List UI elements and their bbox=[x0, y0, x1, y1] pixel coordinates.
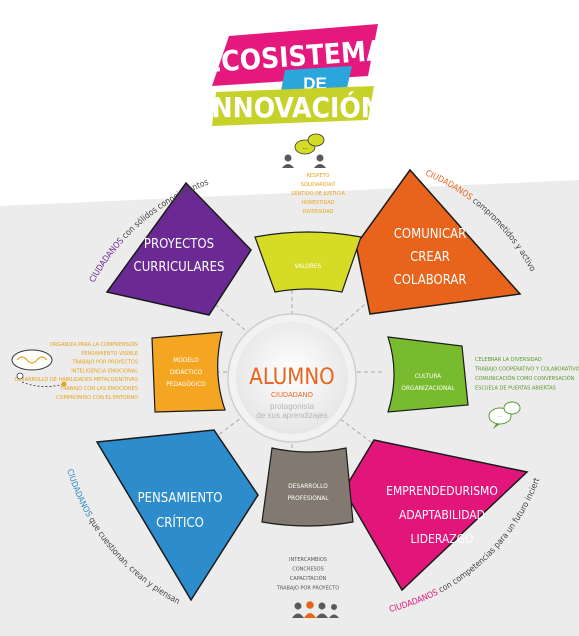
list-desarrollo: INTERCAMBIOS CONCRESOS CAPACITACIÓN TRABAJO… bbox=[276, 557, 340, 592]
desarrollo-item: TRABAJO POR PROYECTO bbox=[276, 586, 340, 592]
cultura-item: CELEBRAR LA DIVERSIDAD bbox=[475, 357, 542, 363]
petal-comunicar bbox=[355, 168, 522, 315]
title-banner: ECOSISTEMA DE INNOVACIÓN bbox=[202, 24, 387, 126]
desarrollo-item: INTERCAMBIOS bbox=[289, 557, 327, 563]
desarrollo-item: CONCRESOS bbox=[292, 567, 324, 573]
modelo-label-2: DIDÁCTICO bbox=[170, 367, 203, 376]
center-caption-2: de sus aprendizajes bbox=[256, 411, 327, 420]
center-caption-1: protagonista bbox=[270, 402, 315, 411]
list-modelo: ORGANIZA PARA LA COMPRENSIÓN PENSAMIENTO … bbox=[14, 341, 138, 401]
desarrollo-label-1: DESARROLLO bbox=[288, 482, 328, 490]
petal-cultura bbox=[387, 336, 469, 413]
emprender-label-1: EMPRENDEDURISMO bbox=[386, 484, 498, 498]
center-node: ALUMNO CIUDADANO protagonista de sus apr… bbox=[227, 313, 357, 443]
valores-item: DIVERSIDAD bbox=[302, 209, 333, 215]
svg-text:...: ... bbox=[302, 145, 307, 151]
center-subtitle: CIUDADANO bbox=[271, 392, 314, 399]
center-circle-inner bbox=[236, 322, 348, 434]
list-valores: RESPETO SOLIDARIDAD SENTIDO DE JUSTICIA HON… bbox=[291, 173, 345, 215]
cultura-item: TRABAJO COOPERATIVO Y COLABORATIVO bbox=[474, 367, 579, 373]
list-cultura: CELEBRAR LA DIVERSIDAD TRABAJO COOPERATIV… bbox=[474, 357, 579, 392]
emprender-label-3: LIDERAZGO bbox=[411, 532, 474, 546]
proyectos-label-1: PROYECTOS bbox=[144, 237, 214, 252]
thought-bubble-icon bbox=[11, 349, 67, 387]
modelo-item: DESARROLLO DE HABILIDADES METACOGNITIVAS bbox=[14, 377, 138, 383]
modelo-item: TRABAJO CON LAS EMOCIONES bbox=[59, 386, 138, 392]
comunicar-label-3: COLABORAR bbox=[394, 273, 467, 288]
group-icon bbox=[292, 601, 339, 618]
valores-item: SENTIDO DE JUSTICIA bbox=[291, 191, 345, 197]
modelo-item: ORGANIZA PARA LA COMPRENSIÓN bbox=[50, 341, 138, 348]
cultura-item: COMUNICACIÓN COMO CONVERSACIÓN bbox=[475, 375, 575, 382]
valores-label: VALORES bbox=[295, 262, 322, 270]
cultura-label-2: ORGANIZACIONAL bbox=[401, 384, 455, 392]
modelo-item: COMPROMISO CON EL ENTORNO bbox=[56, 395, 138, 401]
cultura-item: ESCUELA DE PUERTAS ABIERTAS bbox=[475, 386, 556, 392]
petal-valores bbox=[254, 231, 362, 293]
pensamiento-label-2: CRÍTICO bbox=[156, 515, 204, 531]
modelo-label-3: PEDAGÓGICO bbox=[166, 379, 206, 388]
title-line3: INNOVACIÓN bbox=[202, 90, 382, 124]
emprender-label-2: ADAPTABILIDAD bbox=[399, 508, 485, 522]
modelo-item: TRABAJO POR PROYECTOS bbox=[71, 360, 138, 366]
petal-emprender bbox=[343, 439, 529, 592]
valores-item: HONESTIDAD bbox=[301, 200, 334, 206]
petal-modelo bbox=[151, 331, 226, 413]
center-title: ALUMNO bbox=[249, 365, 334, 390]
petal-proyectos bbox=[105, 181, 252, 316]
connector-lines bbox=[204, 284, 385, 455]
title-banner-lime bbox=[212, 86, 374, 126]
comunicar-label-1: COMUNICAR bbox=[394, 227, 467, 242]
valores-item: RESPETO bbox=[307, 173, 330, 179]
petal-desarrollo bbox=[261, 447, 354, 527]
speech-bubbles-icon: ··· bbox=[488, 401, 521, 429]
proyectos-label-2: CURRICULARES bbox=[134, 260, 225, 275]
pensamiento-label-1: PENSAMIENTO bbox=[138, 491, 223, 506]
modelo-label-1: MODELO bbox=[173, 356, 199, 364]
valores-item: SOLIDARIDAD bbox=[301, 182, 336, 188]
petal-pensamiento bbox=[95, 429, 259, 602]
comunicar-label-2: CREAR bbox=[410, 250, 450, 265]
cultura-label-1: CULTURA bbox=[415, 372, 441, 380]
people-chat-icon: ... bbox=[282, 133, 326, 168]
modelo-item: PENSAMIENTO VISIBLE bbox=[81, 351, 138, 357]
modelo-item: INTELIGENCIA EMOCIONAL bbox=[71, 368, 138, 374]
svg-text:···: ··· bbox=[498, 414, 503, 420]
desarrollo-label-2: PROFESIONAL bbox=[288, 494, 330, 502]
desarrollo-item: CAPACITACIÓN bbox=[290, 575, 327, 582]
